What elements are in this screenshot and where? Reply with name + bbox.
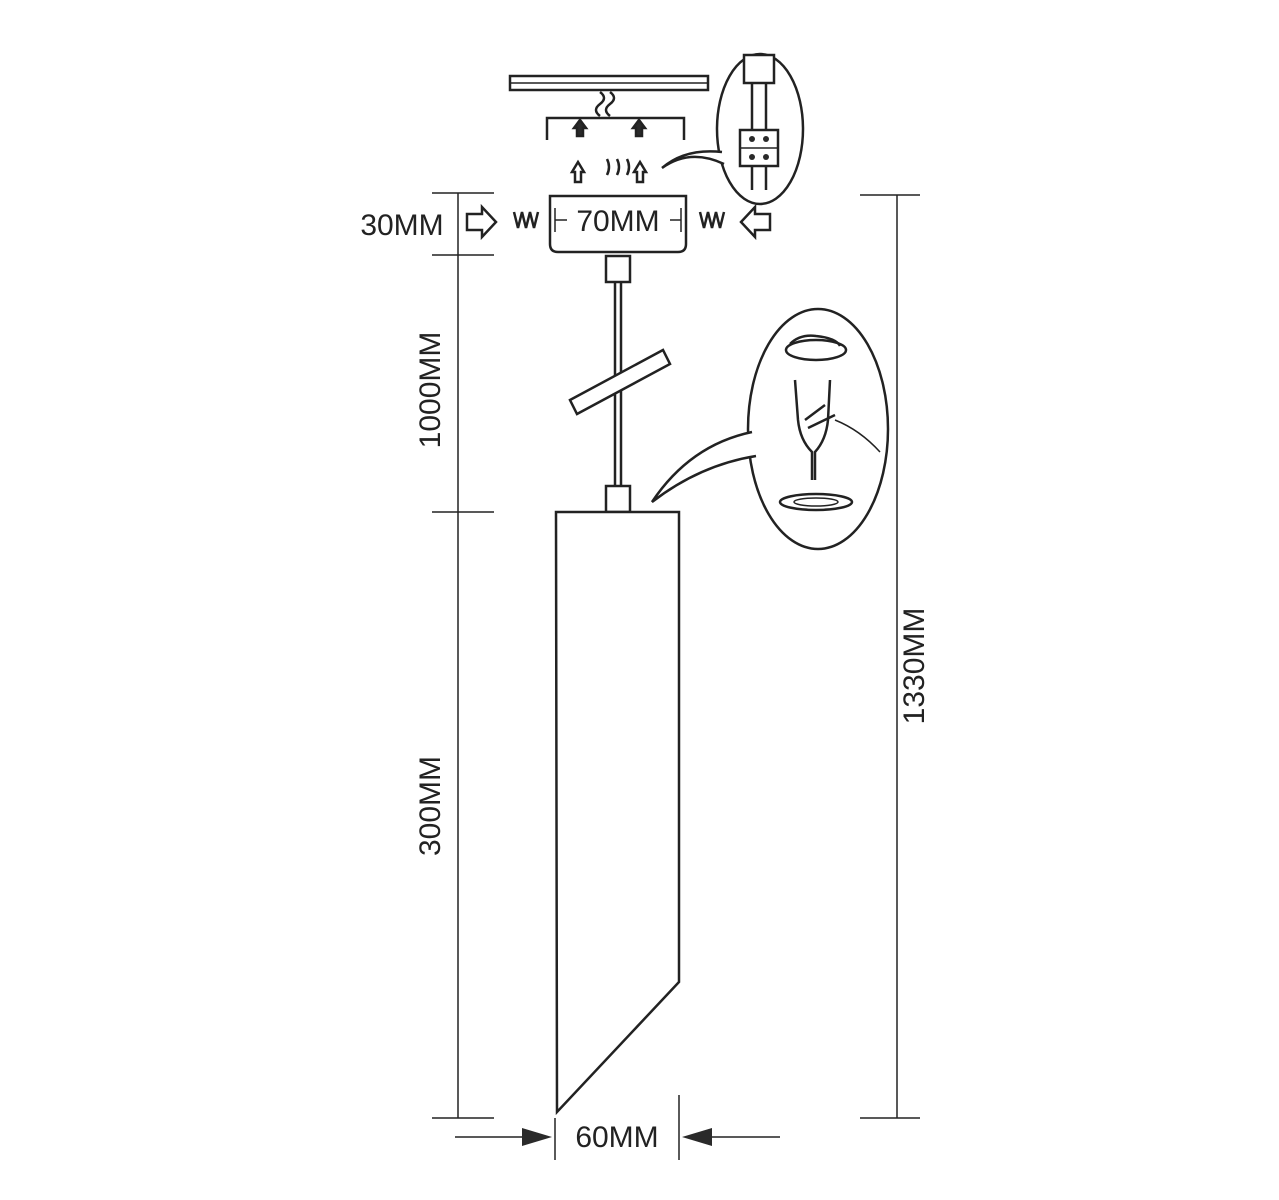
canopy-width-label: 70MM bbox=[576, 205, 659, 238]
total-height-dimension: 1330MM bbox=[860, 194, 931, 1119]
canopy-width-dimension: 70MM bbox=[554, 205, 682, 238]
cable-adjuster bbox=[568, 348, 672, 416]
shade-width-label: 60MM bbox=[575, 1121, 658, 1154]
shade-width-dimension: 60MM bbox=[455, 1095, 780, 1160]
side-arrows bbox=[465, 203, 772, 241]
mounting-bracket bbox=[545, 116, 686, 140]
terminal-detail-callout bbox=[661, 52, 805, 206]
cable-length-label: 1000MM bbox=[414, 332, 447, 449]
base-height-label: 30MM bbox=[360, 209, 443, 242]
canopy bbox=[548, 194, 688, 254]
shade-length-dimension: 300MM bbox=[414, 512, 494, 1119]
total-height-label: 1330MM bbox=[898, 608, 931, 725]
shade-length-label: 300MM bbox=[414, 756, 447, 856]
cable-length-dimension: 1000MM bbox=[414, 255, 494, 513]
ceiling-mounting-bar bbox=[508, 74, 710, 92]
lamp-shade bbox=[554, 510, 681, 1116]
bulb-detail-callout bbox=[650, 307, 890, 551]
mounting-screws bbox=[569, 117, 649, 184]
base-height-dimension: 30MM bbox=[360, 192, 494, 256]
canopy-springs bbox=[512, 211, 726, 229]
wire-squiggle bbox=[594, 91, 616, 117]
